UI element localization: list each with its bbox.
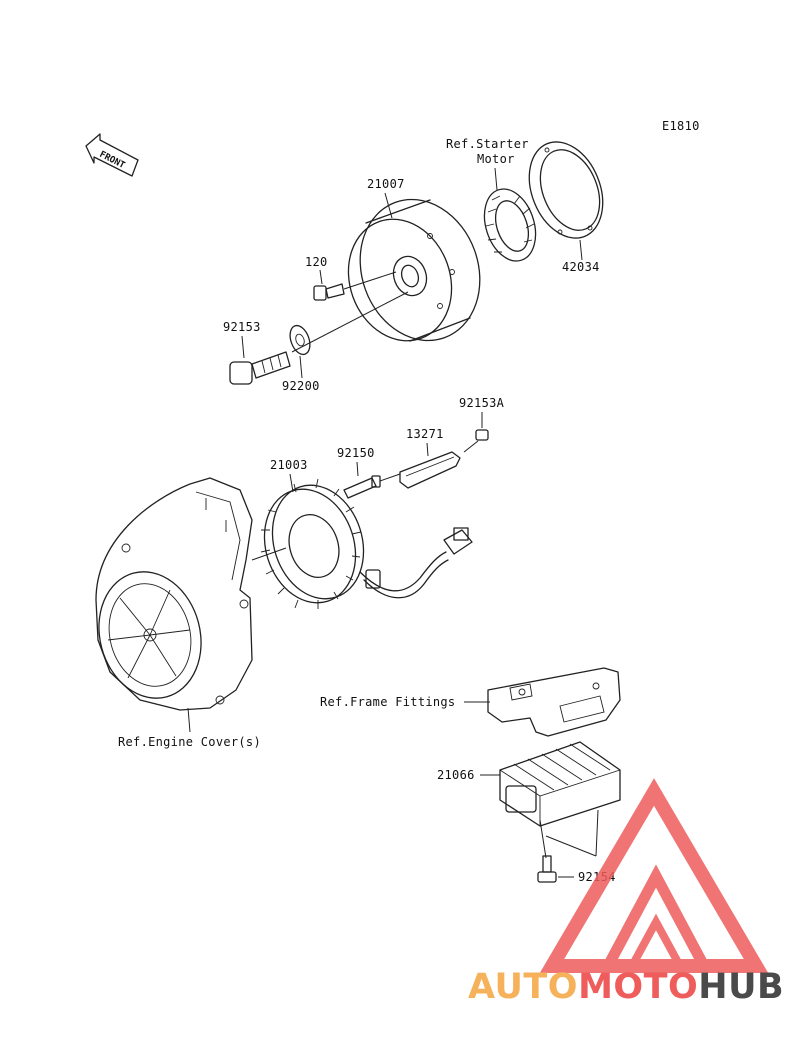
regulator-bolt-part (537, 855, 557, 883)
frame-ref-label: Ref.Frame Fittings (320, 695, 455, 709)
starter-ref-line1: Ref.Starter (446, 137, 529, 151)
watermark-part3: HUB (698, 967, 784, 1007)
engine-cover-part (95, 477, 253, 711)
stator-leader (289, 473, 294, 493)
watermark-text: AUTOMOTOHUB (468, 967, 784, 1007)
front-arrow-icon: FRONT (85, 133, 139, 177)
bolt-120-part (313, 271, 397, 301)
washer-part (289, 324, 311, 356)
plate-bolt-label: 92153A (459, 396, 505, 410)
front-arrow-label: FRONT (98, 150, 127, 171)
bolt-120-label: 120 (305, 255, 328, 269)
regulator-label: 21066 (437, 768, 475, 782)
regulator-bolt-leader-a (545, 835, 597, 857)
gear-bearing-label: 42034 (562, 260, 600, 274)
bolt-120-leader (319, 269, 323, 285)
watermark-part1: AUTO (468, 967, 578, 1007)
regulator-bolt-leader-b (595, 809, 599, 857)
stator-bolt-part (343, 473, 401, 499)
plate-bolt-part (463, 429, 489, 453)
flywheel-bolt-label: 92153 (223, 320, 261, 334)
wire-plate-leader (426, 442, 429, 457)
washer-leader (299, 355, 303, 379)
wire-plate-label: 13271 (406, 427, 444, 441)
flywheel-axis-line (291, 291, 409, 353)
gear-bearing-part (528, 141, 604, 239)
starter-clutch-part (483, 188, 537, 262)
flywheel-part (347, 198, 481, 342)
gear-bearing-leader (579, 239, 583, 261)
watermark-part2: MOTO (578, 967, 698, 1007)
diagram-code: E1810 (662, 119, 700, 133)
starter-ref-leader (494, 167, 498, 191)
wire-plate-part (399, 451, 461, 489)
regulator-part (499, 741, 621, 827)
engine-cover-ref-label: Ref.Engine Cover(s) (118, 735, 261, 749)
flywheel-label: 21007 (367, 177, 405, 191)
stator-bolt-leader (356, 461, 359, 477)
regulator-bolt-axis (539, 819, 547, 859)
bracket-part (487, 667, 621, 737)
stator-part (260, 478, 365, 609)
stator-axis-line (251, 547, 287, 561)
watermark-logo (539, 778, 769, 973)
stator-wire-part (359, 527, 473, 599)
stator-bolt-label: 92150 (337, 446, 375, 460)
starter-ref-line2: Motor (477, 152, 515, 166)
washer-label: 92200 (282, 379, 320, 393)
flywheel-bolt-part (229, 351, 291, 385)
engine-cover-leader (187, 707, 191, 733)
stator-label: 21003 (270, 458, 308, 472)
flywheel-bolt-leader (241, 335, 245, 359)
